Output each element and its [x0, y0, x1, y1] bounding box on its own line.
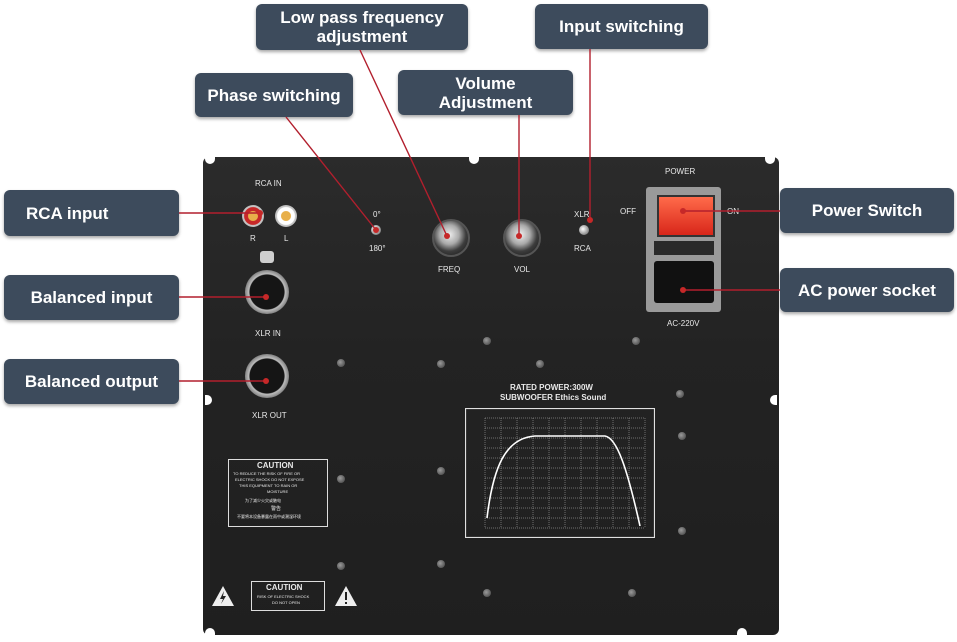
leader-dot [516, 233, 522, 239]
screw [483, 337, 491, 345]
screw [678, 527, 686, 535]
caution-label: CAUTION TO REDUCE THE RISK OF FIRE OR EL… [228, 459, 328, 527]
subwoofer-text: SUBWOOFER Ethics Sound [500, 393, 607, 402]
caution-text-4: MOISTURE [267, 489, 289, 494]
xlr-in-connector[interactable] [245, 270, 289, 314]
screw [437, 467, 445, 475]
warning-triangle-icon [212, 586, 234, 606]
callout-power-switch: Power Switch [780, 188, 954, 233]
leader-dot [263, 378, 269, 384]
fuse-holder [654, 241, 714, 255]
vol-label: VOL [514, 265, 531, 274]
caution-cn-3: 不要将本设备暴露在雨中或潮湿环境 [237, 514, 301, 519]
callout-volume: Volume Adjustment [398, 70, 573, 115]
amplifier-plate: RCA IN R L XLR IN XLR OUT 0° 180° FREQ V… [203, 157, 779, 635]
rated-power-text: RATED POWER:300W [510, 383, 593, 392]
callout-input-switching: Input switching [535, 4, 708, 49]
callout-balanced-output: Balanced output [4, 359, 179, 404]
rca-r-label: R [250, 234, 256, 243]
screw [628, 589, 636, 597]
ac-220v-label: AC-220V [667, 319, 700, 328]
frequency-response-chart [465, 408, 655, 538]
caution-text-2: ELECTRIC SHOCK DO NOT EXPOSE [235, 477, 305, 482]
leader-dot [263, 294, 269, 300]
freq-label: FREQ [438, 265, 461, 274]
caution-title: CAUTION [257, 461, 294, 470]
caution-cn-2: 警告 [271, 506, 282, 512]
plate-notch [205, 628, 215, 635]
callout-ac-socket: AC power socket [780, 268, 954, 312]
plate-notch [469, 157, 479, 164]
xlr-in-latch [260, 251, 274, 263]
screw [437, 560, 445, 568]
caution2-title: CAUTION [266, 583, 303, 592]
exclamation-triangle-icon [335, 586, 357, 606]
rca-l-label: L [284, 234, 289, 243]
xlr-in-label: XLR IN [255, 329, 281, 338]
phase-0-label: 0° [373, 210, 381, 219]
screw [676, 390, 684, 398]
caution2-line2: DO NOT OPEN [272, 600, 300, 605]
screw [337, 475, 345, 483]
leader-dot [257, 210, 263, 216]
rca-in-label: RCA IN [255, 179, 282, 188]
xlr-toggle-label: XLR [574, 210, 590, 219]
power-label: POWER [665, 167, 696, 176]
leader-dot [680, 287, 686, 293]
screw [337, 562, 345, 570]
screw [437, 360, 445, 368]
input-toggle[interactable] [579, 225, 589, 235]
rca-jack-left[interactable] [275, 205, 297, 227]
caution-text-3: THIS EQUIPMENT TO RAIN OR [239, 483, 298, 488]
power-switch[interactable] [657, 195, 715, 237]
off-label: OFF [620, 207, 636, 216]
caution-text-1: TO REDUCE THE RISK OF FIRE OR [233, 471, 300, 476]
caution2-line1: RISK OF ELECTRIC SHOCK [257, 594, 310, 599]
callout-low-pass: Low pass frequency adjustment [256, 4, 468, 50]
leader-dot [373, 227, 379, 233]
vol-knob[interactable] [503, 219, 541, 257]
rca-toggle-label: RCA [574, 244, 591, 253]
freq-knob[interactable] [432, 219, 470, 257]
leader-dot [587, 217, 593, 223]
plate-notch [205, 395, 212, 405]
ac-socket[interactable] [654, 261, 714, 303]
caution-cn-1: 为了减少火灾或触电 [245, 498, 281, 503]
phase-180-label: 180° [369, 244, 386, 253]
callout-balanced-input: Balanced input [4, 275, 179, 320]
callout-rca-input: RCA input [4, 190, 179, 236]
xlr-out-connector[interactable] [245, 354, 289, 398]
leader-dot [680, 208, 686, 214]
plate-notch [737, 628, 747, 635]
plate-notch [765, 157, 775, 164]
plate-notch [205, 157, 215, 164]
xlr-out-label: XLR OUT [252, 411, 287, 420]
screw [536, 360, 544, 368]
screw [632, 337, 640, 345]
caution-label-2: CAUTION RISK OF ELECTRIC SHOCK DO NOT OP… [251, 581, 325, 611]
callout-phase-switching: Phase switching [195, 73, 353, 117]
rca-jack-right[interactable] [242, 205, 264, 227]
plate-notch [770, 395, 777, 405]
screw [337, 359, 345, 367]
screw [678, 432, 686, 440]
leader-dot [444, 233, 450, 239]
screw [483, 589, 491, 597]
on-label: ON [727, 207, 739, 216]
